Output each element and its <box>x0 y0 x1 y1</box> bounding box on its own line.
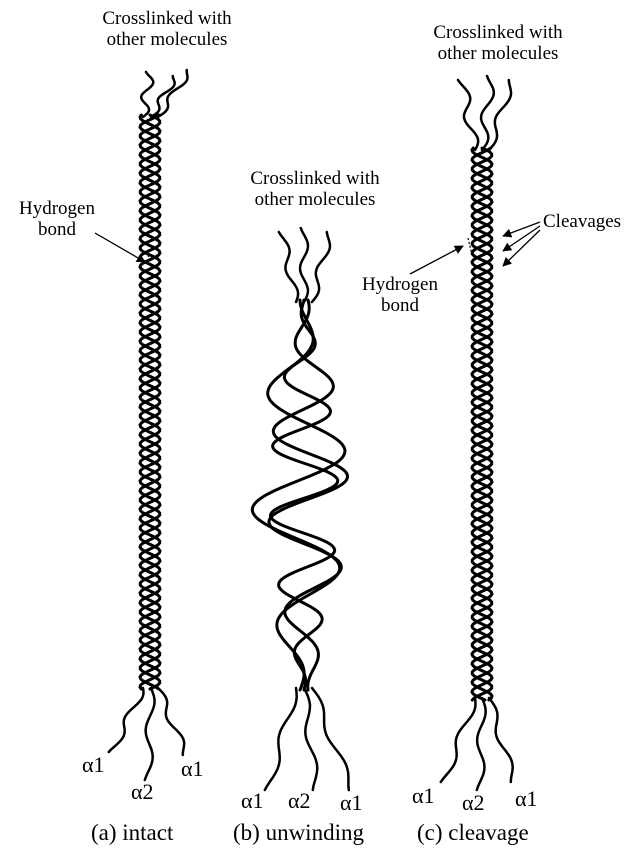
alpha-chain-strand <box>252 300 345 690</box>
chain-end-strand <box>481 76 494 150</box>
alpha-chain-strand <box>271 300 338 690</box>
chain-end-strand <box>312 232 330 302</box>
cleaved-triple-helix <box>441 76 513 790</box>
chain-end-strand <box>458 80 478 150</box>
chain-end-strand <box>265 688 297 790</box>
chain-end-strand <box>158 688 184 755</box>
chain-end-strand <box>151 76 175 117</box>
chain-end-strand <box>304 688 317 790</box>
panel-a-bond-label: Hydrogen bond <box>12 198 102 240</box>
panel-b-top-label: Crosslinked with other molecules <box>220 168 410 210</box>
panel-b-caption: (b) unwinding <box>233 822 364 843</box>
panel-a-chain-label-alpha1-right: α1 <box>181 758 204 779</box>
panel-a-caption: (a) intact <box>91 822 173 843</box>
unwound-chains <box>252 228 348 790</box>
panel-c-chain-label-alpha1-right: α1 <box>515 788 538 809</box>
chain-end-strand <box>300 228 308 302</box>
panel-a-chain-label-alpha2: α2 <box>131 781 154 802</box>
chain-end-strand <box>441 698 476 782</box>
panel-a-top-label: Crosslinked with other molecules <box>72 8 262 50</box>
panel-c-chain-label-alpha2: α2 <box>462 792 485 813</box>
chain-end-strand <box>141 72 153 117</box>
alpha-chain-strand <box>269 300 348 690</box>
intact-triple-helix <box>109 70 188 780</box>
panel-c-bond-label: Hydrogen bond <box>350 274 450 316</box>
chain-end-strand <box>145 688 155 780</box>
panel-c-chain-label-alpha1-left: α1 <box>412 785 435 806</box>
hydrogen-bond-arrow <box>95 233 145 262</box>
panel-b-chain-label-alpha1-left: α1 <box>241 790 264 811</box>
panel-c-cleavage-label: Cleavages <box>543 211 621 232</box>
panel-c-top-label: Crosslinked with other molecules <box>403 22 593 64</box>
panel-b-chain-label-alpha1-right: α1 <box>340 792 363 813</box>
hydrogen-bond-arrow <box>410 246 463 274</box>
panel-b-chain-label-alpha2: α2 <box>288 790 311 811</box>
chain-end-strand <box>109 688 144 752</box>
chain-end-strand <box>489 698 513 782</box>
chain-end-strand <box>279 232 298 302</box>
panel-a-chain-label-alpha1-left: α1 <box>82 754 105 775</box>
chain-end-strand <box>477 698 486 790</box>
panel-c-caption: (c) cleavage <box>417 822 529 843</box>
